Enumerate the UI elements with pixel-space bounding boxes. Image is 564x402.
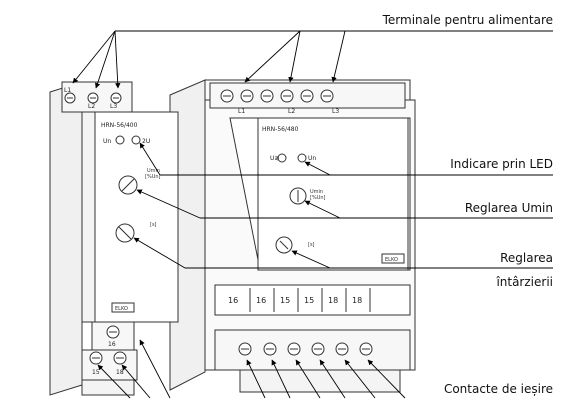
front-delay-unit: [s] (150, 222, 157, 228)
back-bottom-terminal-5: 18 (328, 296, 338, 305)
front-brand: ELKO (115, 306, 128, 312)
front-bottom-terminal-18: 18 (116, 369, 124, 376)
back-module-texts: HRN-56/480 U≷ Un Umin [%Un] [s] ELKO L1 … (228, 108, 398, 305)
callout-leaders (72, 30, 553, 399)
callout-delay-adjust-line2: întârzierii (495, 275, 553, 289)
callout-delay-adjust-line1: Reglarea (500, 251, 553, 265)
back-delay-unit: [s] (308, 242, 315, 248)
back-umin-unit: [%Un] (310, 195, 326, 201)
front-model-label: HRN-56/400 (101, 122, 138, 129)
front-module-texts: HRN-56/400 Un 2U Umin [%Un] [s] ELKO L1 … (64, 87, 161, 376)
front-terminal-l1: L1 (64, 87, 71, 94)
back-led-u-indicator (277, 153, 287, 163)
front-umin-label: Umin (147, 168, 160, 174)
back-led-un-label: Un (308, 155, 316, 162)
back-brand: ELKO (385, 257, 398, 263)
front-led-u-indicator (131, 135, 141, 145)
back-bottom-terminal-3: 15 (280, 296, 290, 305)
back-umin-label: Umin (310, 189, 323, 195)
back-bottom-terminal-1: 16 (228, 296, 238, 305)
front-brand-box (111, 302, 135, 313)
callout-power-terminals: Terminale pentru alimentare (382, 13, 553, 27)
front-terminal-l3: L3 (110, 103, 117, 110)
callout-led-indication: Indicare prin LED (450, 157, 553, 171)
front-umin-unit: [%Un] (145, 174, 161, 180)
back-led-u-label: U≷ (270, 155, 279, 162)
back-terminal-l2: L2 (288, 108, 295, 115)
back-led-un-indicator (297, 153, 307, 163)
back-model-label: HRN-56/480 (262, 126, 299, 133)
front-led-un-label: Un (103, 138, 111, 145)
back-relay-module (169, 79, 416, 393)
front-terminal-l2: L2 (88, 103, 95, 110)
front-bottom-terminal-16: 16 (108, 341, 116, 348)
back-terminal-l1: L1 (238, 108, 245, 115)
back-bottom-terminal-4: 15 (304, 296, 314, 305)
front-relay-module (49, 81, 179, 396)
front-led-u-label: 2U (142, 138, 150, 145)
back-bottom-terminal-screws (238, 342, 373, 356)
callout-output-contacts: Contacte de ieșire (444, 382, 553, 396)
front-led-un-indicator (115, 135, 125, 145)
back-bottom-terminal-2: 16 (256, 296, 266, 305)
back-terminal-l3: L3 (332, 108, 339, 115)
back-bottom-terminal-6: 18 (352, 296, 362, 305)
back-top-terminal-screws (220, 89, 334, 103)
front-bottom-terminal-15: 15 (92, 369, 100, 376)
back-brand-box (381, 253, 405, 264)
callout-umin-adjust: Reglarea Umin (465, 201, 553, 215)
